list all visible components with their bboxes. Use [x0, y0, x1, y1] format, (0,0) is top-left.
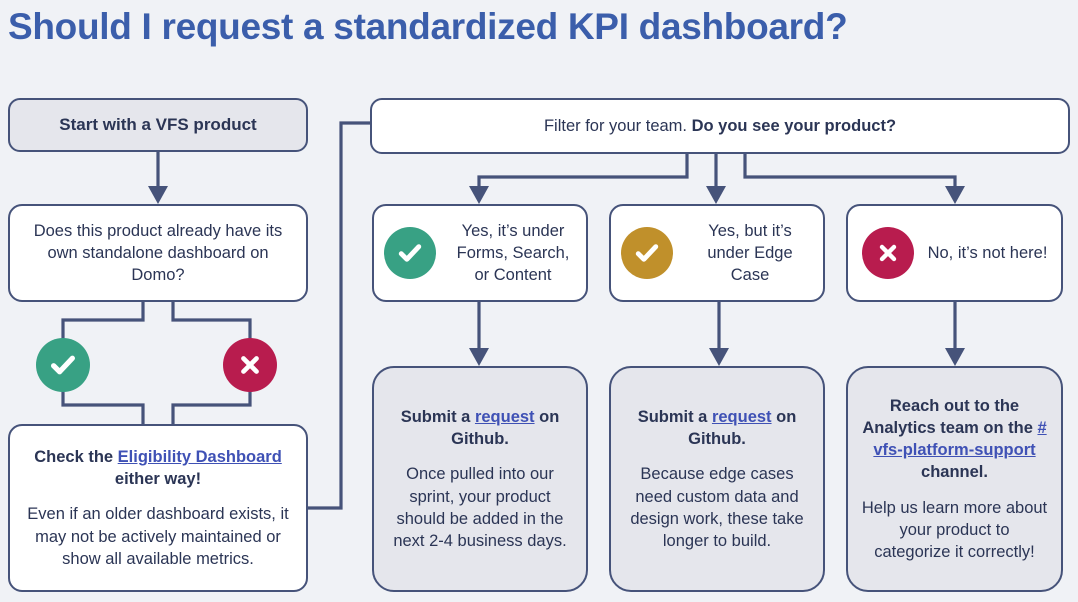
node-check-eligibility-dashboard[interactable]: Check the Eligibility Dashboard either w… — [8, 424, 308, 592]
result-3-headline-prefix: Reach out to the Analytics team on the — [862, 397, 1038, 438]
check-icon — [51, 355, 75, 375]
check-circle-icon — [36, 338, 90, 392]
x-icon — [879, 244, 896, 262]
result-1-headline: Submit a request on Github. — [386, 406, 574, 450]
result-1-body: Once pulled into our sprint, your produc… — [393, 465, 567, 550]
filter-text-regular: Filter for your team. — [543, 116, 692, 135]
result-1-headline-suffix: on Github. — [451, 408, 560, 449]
page-title: Should I request a standardized KPI dash… — [8, 6, 848, 47]
x-icon — [241, 356, 259, 374]
eligibility-body: Even if an older dashboard exists, it ma… — [27, 505, 289, 568]
github-request-link[interactable]: request — [711, 408, 772, 427]
eligibility-headline-prefix: Check the — [34, 448, 118, 467]
eligibility-headline: Check the Eligibility Dashboard either w… — [22, 446, 294, 490]
check-circle-icon — [384, 226, 436, 279]
option-3-label: No, it’s not here! — [927, 243, 1048, 262]
result-2-body: Because edge cases need custom data and … — [630, 465, 804, 550]
node-domo-dashboard-question[interactable]: Does this product already have its own s… — [8, 204, 308, 302]
node-start-with-vfs-product[interactable]: Start with a VFS product — [8, 98, 308, 152]
node-option-forms-search-content[interactable]: Yes, it’s under Forms, Search, or Conten… — [372, 204, 588, 302]
node-filter-for-your-team[interactable]: Filter for your team. Do you see your pr… — [370, 98, 1070, 154]
node-option-edge-case[interactable]: Yes, but it’s under Edge Case — [609, 204, 825, 302]
check-icon — [635, 244, 659, 262]
result-3-headline-suffix: channel. — [921, 463, 988, 482]
x-circle-icon — [223, 338, 277, 392]
result-2-headline: Submit a request on Github. — [623, 406, 811, 450]
option-1-label: Yes, it’s under Forms, Search, or Conten… — [456, 221, 570, 285]
result-3-body: Help us learn more about your product to… — [861, 498, 1048, 561]
node-result-reach-out-analytics[interactable]: Reach out to the Analytics team on the #… — [846, 366, 1063, 592]
result-1-headline-prefix: Submit a — [400, 408, 475, 427]
result-2-headline-prefix: Submit a — [637, 408, 712, 427]
result-3-headline: Reach out to the Analytics team on the #… — [860, 395, 1049, 483]
node-result-submit-request-standard[interactable]: Submit a request on Github. Once pulled … — [372, 366, 588, 592]
node-question-label: Does this product already have its own s… — [33, 221, 283, 285]
check-circle-icon — [621, 226, 673, 279]
check-icon — [398, 244, 422, 262]
node-start-label: Start with a VFS product — [59, 114, 257, 134]
option-2-label: Yes, but it’s under Edge Case — [707, 221, 793, 285]
slack-channel-link[interactable]: #vfs-platform-support — [873, 419, 1047, 460]
node-option-not-here[interactable]: No, it’s not here! — [846, 204, 1063, 302]
x-circle-icon — [861, 227, 914, 279]
node-result-submit-request-edge-case[interactable]: Submit a request on Github. Because edge… — [609, 366, 825, 592]
eligibility-headline-suffix: either way! — [114, 470, 202, 489]
github-request-link[interactable]: request — [474, 408, 535, 427]
result-2-headline-suffix: on Github. — [688, 408, 797, 449]
eligibility-dashboard-link[interactable]: Eligibility Dashboard — [117, 448, 282, 467]
filter-text-bold: Do you see your product? — [691, 116, 897, 135]
